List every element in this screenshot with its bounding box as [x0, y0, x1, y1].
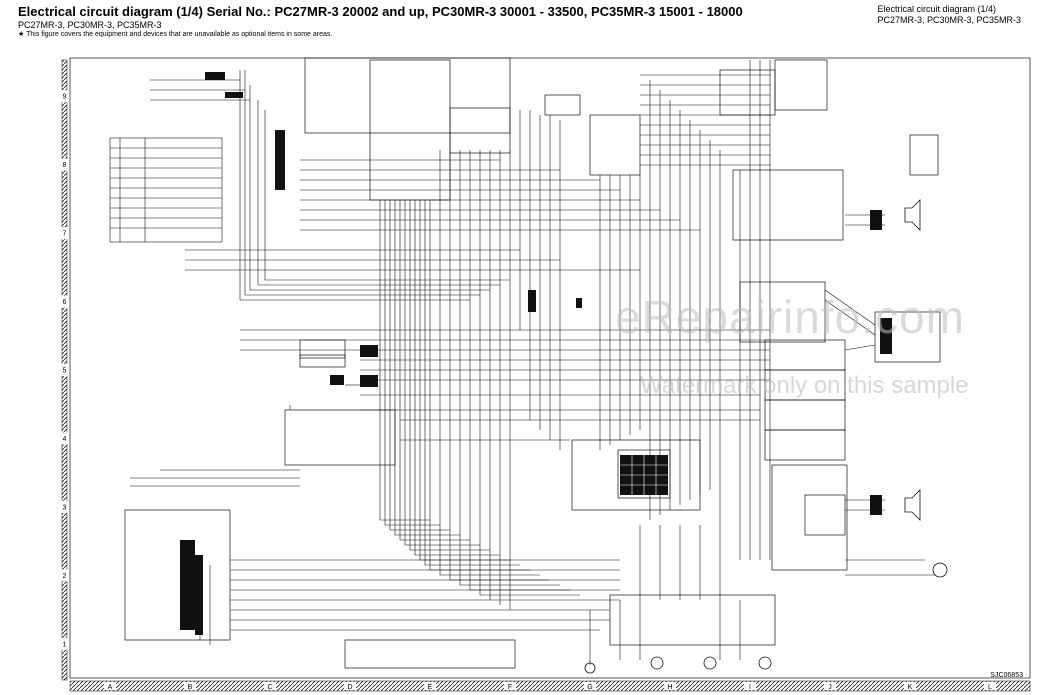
left-ruler-label: 5	[63, 368, 67, 375]
left-ruler-cell	[61, 637, 68, 650]
left-ruler-label: 2	[63, 573, 67, 580]
left-ruler: 9 8 7 6 5 4 3 2 1	[61, 90, 68, 650]
component-boxes	[124, 57, 941, 669]
left-ruler-cell	[61, 364, 68, 376]
bottom-ruler-label: H	[667, 684, 672, 691]
left-ruler-label: 9	[63, 94, 67, 101]
left-ruler-label: 3	[63, 504, 67, 511]
bottom-ruler-cell	[824, 682, 836, 690]
bottom-ruler-cell	[424, 682, 436, 690]
bottom-ruler-cell	[264, 682, 276, 690]
bottom-ruler-cell	[664, 682, 676, 690]
left-ruler-cell	[61, 432, 68, 445]
bottom-ruler-label: A	[108, 684, 113, 691]
fuse-grid	[620, 455, 668, 495]
left-ruler-cell	[61, 158, 68, 171]
left-ruler-label: 4	[63, 436, 67, 443]
bottom-ruler-label: I	[749, 684, 751, 691]
bottom-ruler-cell	[184, 682, 196, 690]
fuse-connection-table	[109, 137, 223, 243]
top-right-caption: Electrical circuit diagram (1/4) PC27MR-…	[877, 4, 1021, 26]
bottom-ruler-cell	[504, 682, 516, 690]
bottom-ruler: A B C D E F G H I J K L	[69, 680, 1031, 692]
left-ruler-label: 1	[63, 641, 67, 648]
speaker-right-symbol	[904, 199, 921, 521]
bottom-ruler-label: J	[828, 684, 832, 691]
bottom-ruler-cell	[984, 682, 996, 690]
left-ruler-cell	[61, 500, 68, 513]
bottom-ruler-label: K	[908, 684, 913, 691]
top-right-line-2: PC27MR-3, PC30MR-3, PC35MR-3	[877, 15, 1021, 25]
left-ruler-label: 8	[63, 162, 67, 169]
diagram-title: Electrical circuit diagram (1/4) Serial …	[18, 4, 743, 19]
bottom-ruler-cell	[744, 682, 756, 690]
left-ruler-cell	[61, 227, 68, 240]
bottom-ruler-cell	[584, 682, 596, 690]
watermark-notice: Watermark only on this sample	[640, 372, 969, 399]
bottom-ruler-label: B	[188, 684, 193, 691]
bottom-ruler-frame	[69, 680, 1031, 692]
left-ruler-cell	[61, 90, 68, 103]
bottom-ruler-label: D	[347, 684, 352, 691]
drawing-number: SJC06853	[990, 672, 1023, 679]
bottom-ruler-label: L	[988, 684, 992, 691]
diagram-subtitle: PC27MR-3, PC30MR-3, PC35MR-3	[18, 20, 162, 30]
left-ruler-label: 6	[63, 299, 67, 306]
left-ruler-label: 7	[63, 231, 67, 238]
watermark-site: eRepairinfo.com	[615, 291, 965, 343]
left-ruler-cell	[61, 569, 68, 582]
top-right-line-1: Electrical circuit diagram (1/4)	[877, 4, 996, 14]
diagram-note: ★ This figure covers the equipment and d…	[18, 31, 333, 38]
left-ruler-cell	[61, 295, 68, 308]
bottom-ruler-cell	[344, 682, 356, 690]
bottom-ruler-label: C	[267, 684, 272, 691]
bottom-ruler-cell	[904, 682, 916, 690]
bottom-ruler-cell	[104, 682, 116, 690]
main-frame	[69, 57, 1031, 679]
bottom-ruler-label: E	[428, 684, 433, 691]
bottom-ruler-label: G	[587, 684, 592, 691]
lamp-symbols	[584, 562, 948, 674]
wire-bundle	[130, 60, 935, 665]
bottom-ruler-label: F	[508, 684, 512, 691]
connector-blocks	[180, 72, 892, 635]
